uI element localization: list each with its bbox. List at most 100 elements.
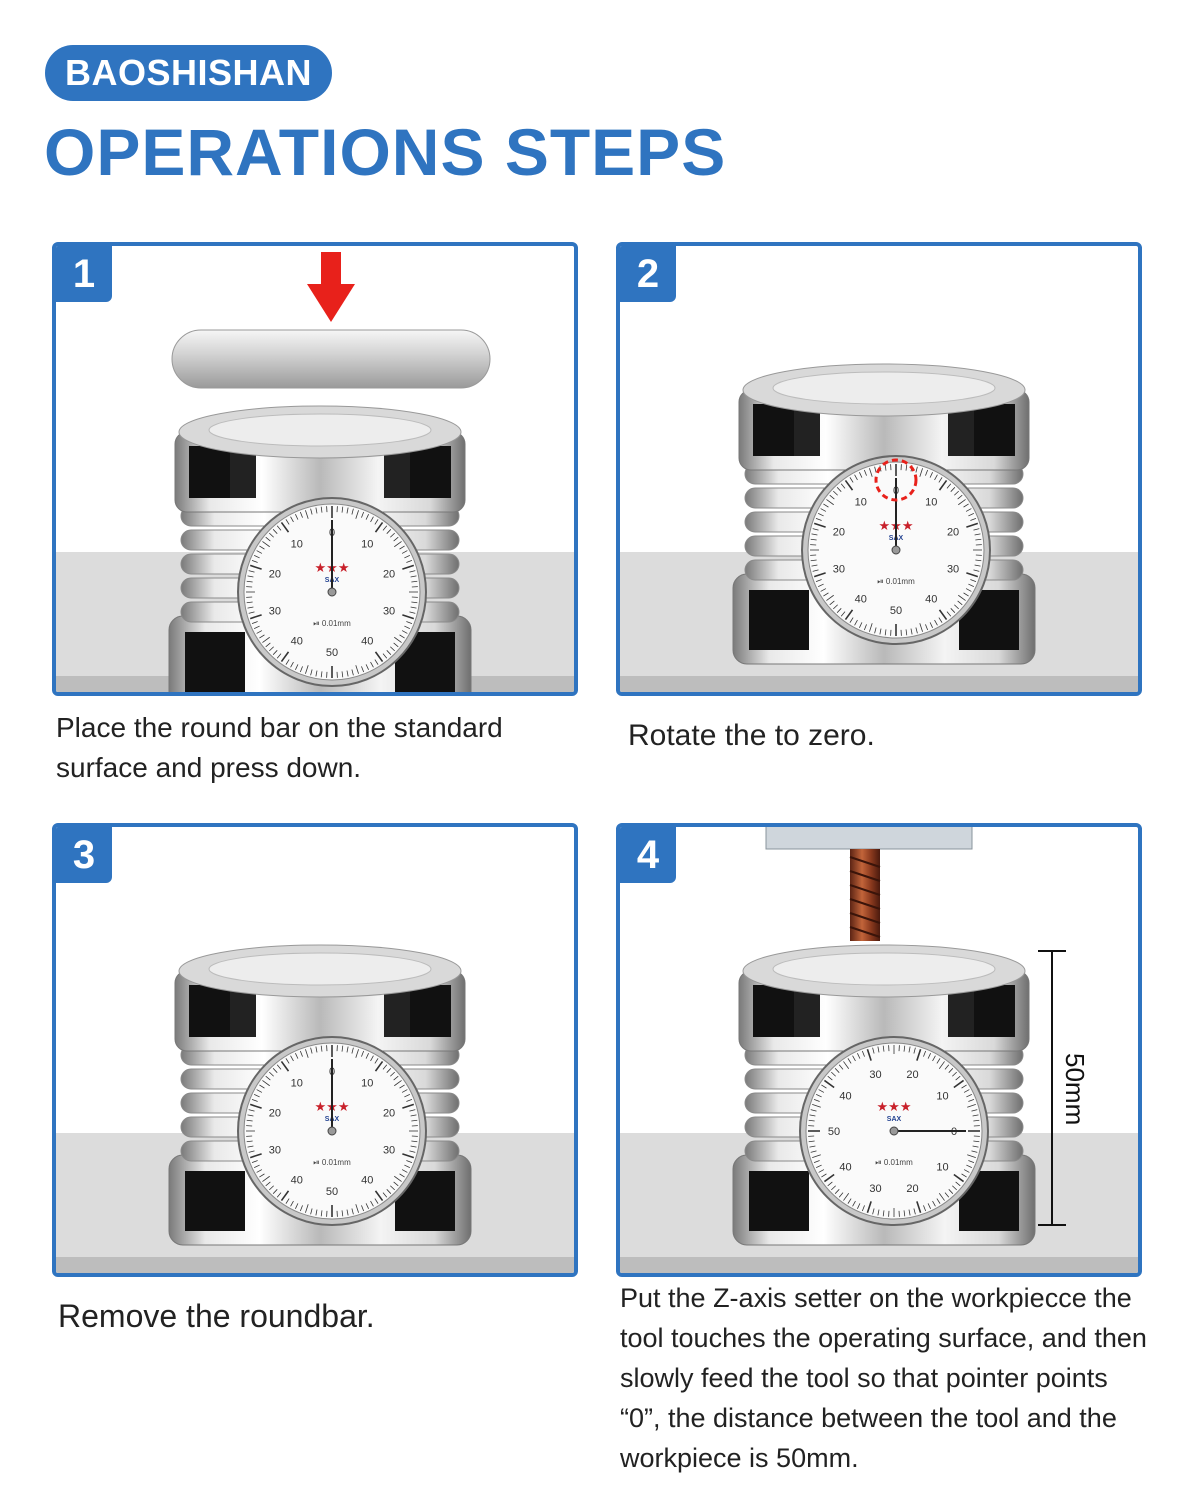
brand-badge: BAOSHISHAN	[45, 45, 333, 101]
dial-tick	[934, 619, 938, 626]
dial-tick	[849, 617, 854, 623]
dial-tick	[971, 1109, 978, 1112]
dial-tick	[256, 1169, 263, 1173]
dial-tick	[936, 1058, 941, 1064]
dial-tick	[394, 1175, 402, 1182]
dial-tick	[409, 1109, 416, 1112]
dial-tick	[399, 1173, 405, 1178]
dial-tick	[847, 1058, 852, 1064]
dial-tick	[809, 1145, 816, 1148]
dial-tick	[809, 1114, 816, 1117]
dial-tick	[390, 1185, 395, 1191]
dial-tick	[285, 1198, 290, 1204]
dial-tick	[382, 1192, 388, 1198]
dial-number: 10	[855, 496, 867, 508]
dial-tick	[299, 666, 303, 673]
dial-tick	[265, 536, 271, 542]
dial-tick	[365, 1203, 369, 1209]
dial-tick	[823, 592, 829, 597]
dial-tick	[401, 1089, 408, 1093]
dial-tick	[399, 634, 405, 639]
dial-tick	[826, 594, 834, 601]
dial-tick	[390, 1071, 395, 1077]
dial-tick	[818, 513, 824, 517]
dial-tick	[946, 611, 952, 617]
dial-tick	[958, 499, 966, 506]
dial-tick	[386, 529, 392, 534]
dial-tick	[812, 528, 819, 531]
dial-tick	[320, 1210, 323, 1217]
dial-tick	[346, 1046, 349, 1053]
dial-tick	[955, 1181, 961, 1187]
dial-tick	[834, 1068, 840, 1073]
dial-tick	[305, 510, 309, 519]
dial-tick	[320, 1045, 323, 1052]
dial-tick	[404, 1094, 410, 1098]
dial-tick	[394, 541, 402, 548]
dial-tick	[411, 1119, 418, 1122]
dial-tick	[402, 1153, 415, 1159]
setter-top-face	[208, 413, 432, 447]
ring-dark-band	[407, 985, 451, 1037]
dial-tick	[365, 664, 369, 670]
dial-tick	[869, 468, 873, 477]
dial-tick	[315, 1209, 318, 1216]
dial-tick	[972, 1145, 979, 1148]
dial-tick	[365, 514, 369, 520]
step-number-badge: 3	[56, 827, 112, 883]
dial-tick	[826, 499, 834, 506]
dial-tick	[272, 650, 278, 655]
dial-tick	[915, 466, 918, 473]
step-number-badge: 1	[56, 246, 112, 302]
dial-tick	[913, 1208, 916, 1215]
dial-tick	[849, 477, 854, 483]
dial-tick	[813, 572, 826, 578]
dial-tick	[861, 1050, 865, 1057]
dial-number: 50	[890, 605, 902, 617]
dial-tick	[975, 538, 982, 541]
dial-tick	[923, 1050, 927, 1057]
dial-tick	[254, 625, 260, 629]
dial-tick	[404, 555, 410, 559]
dial-tick	[374, 519, 379, 525]
dial-tick	[916, 1048, 922, 1061]
dial-tick	[246, 601, 253, 604]
ring-dark-band	[189, 985, 233, 1037]
dial-tick	[950, 487, 956, 492]
dial-tick	[872, 1047, 875, 1054]
dial-number: 10	[936, 1091, 948, 1103]
dial-tick	[410, 1114, 417, 1117]
dial-tick	[399, 1084, 405, 1089]
dimension-label: 50mm	[1060, 1053, 1090, 1125]
dial-tick	[954, 490, 959, 496]
dial-tick	[863, 469, 867, 476]
dial-tick	[365, 1053, 369, 1059]
dial-tick	[248, 611, 255, 614]
dial-tick	[963, 503, 969, 508]
dial-tick	[827, 1181, 833, 1187]
dial-tick	[915, 627, 918, 634]
dial-tick	[812, 569, 819, 572]
dial-number: 20	[269, 1107, 281, 1119]
dial-tick	[974, 564, 981, 567]
dial-tick	[355, 1049, 359, 1058]
dial-tick	[290, 516, 294, 523]
dial-tick	[290, 1055, 294, 1062]
dial-tick	[847, 1198, 852, 1204]
dial-tick	[820, 508, 827, 512]
dial-tick	[903, 1045, 906, 1052]
dial-tick	[952, 1185, 957, 1191]
dial-tick	[879, 628, 882, 635]
dial-tick	[929, 622, 933, 628]
dial-tick	[968, 513, 974, 517]
dial-number: 30	[833, 564, 845, 576]
dial-tick	[411, 1140, 418, 1143]
round-bar	[171, 329, 491, 389]
dial-tick	[812, 1154, 821, 1158]
dial-tick	[262, 1175, 270, 1182]
dial-number: 30	[869, 1069, 881, 1081]
dial-tick	[968, 583, 974, 587]
dial-tick	[285, 659, 290, 665]
dial-tick	[838, 1192, 844, 1198]
